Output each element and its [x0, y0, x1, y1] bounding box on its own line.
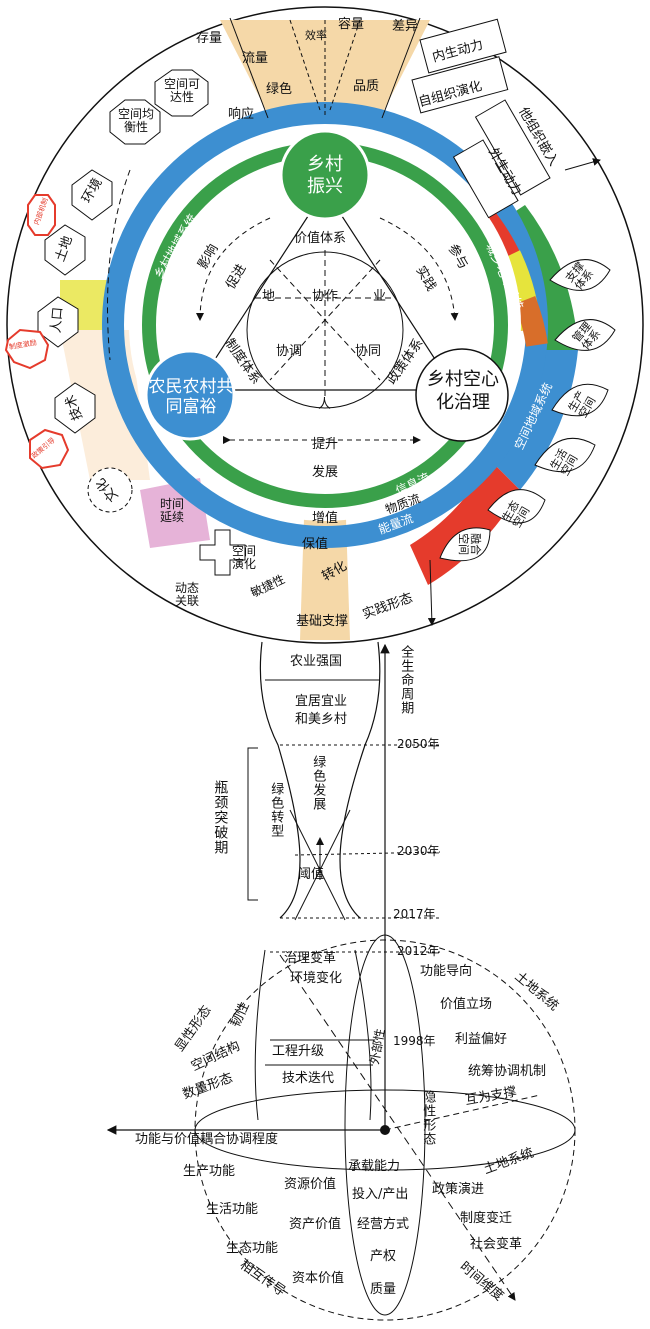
label-coord: 统筹协调机制 — [468, 1064, 547, 1079]
label-access: 空间可达性 — [163, 77, 200, 105]
hollow-governance-circle — [415, 348, 509, 442]
label-coupling: 功能与价值耦合协调程度 — [135, 1132, 279, 1147]
label-support: 基础支撑 — [296, 614, 349, 629]
label-baozhi: 保值 — [302, 537, 329, 552]
label-tisheng: 提升 — [312, 437, 339, 452]
label-bottleneck: 瓶颈突破期 — [212, 780, 229, 855]
label-social: 社会变革 — [470, 1237, 523, 1252]
label-tech: 技术迭代 — [282, 1071, 335, 1086]
rural-revival-circle — [279, 129, 371, 221]
label-fazhan: 发展 — [312, 465, 339, 480]
label-manage: 经营方式 — [357, 1217, 410, 1232]
label-lifecycle: 全生命周期 — [398, 645, 414, 715]
label-green-trans: 绿色转型 — [268, 782, 284, 838]
label-res-value: 资源价值 — [284, 1177, 337, 1192]
label-quality: 质量 — [370, 1282, 397, 1297]
label-hollow-gov: 乡村空心化治理 — [427, 369, 499, 414]
label-institution: 制度变迁 — [460, 1211, 513, 1226]
label-xietiao: 协调 — [276, 344, 303, 359]
label-cunliang: 存量 — [196, 31, 223, 46]
stamp-3 — [29, 428, 70, 470]
farmers-rich-circle — [144, 349, 236, 441]
meridian — [344, 934, 426, 1316]
label-space-evolve: 空间演化 — [232, 544, 257, 572]
label-ye: 业 — [373, 289, 387, 304]
label-inout: 投入/产出 — [352, 1187, 409, 1202]
label-rural-revival: 乡村振兴 — [307, 154, 343, 197]
label-xiangying: 响应 — [228, 107, 255, 122]
year-2017: 2017年 — [393, 907, 436, 921]
label-zengzhi: 增值 — [312, 511, 339, 526]
leaf-shapes — [439, 259, 616, 562]
label-balance: 空间均衡性 — [118, 107, 155, 135]
year-1998: 1998年 — [393, 1034, 436, 1048]
label-value-system: 价值体系 — [294, 231, 347, 246]
label-yiju: 宜居宜业和美乡村 — [294, 694, 347, 728]
label-dynamic: 动态关联 — [175, 581, 200, 609]
label-xiaolv: 效率 — [305, 29, 327, 42]
label-rongliang: 容量 — [338, 17, 365, 32]
label-farmers-rich: 农民农村共同富裕 — [148, 377, 234, 418]
label-value-stand: 价值立场 — [440, 997, 493, 1012]
stamp-1 — [27, 194, 56, 236]
label-policy-evo: 政策演进 — [432, 1182, 485, 1197]
label-chayi: 差异 — [392, 19, 419, 34]
label-eco-func: 生态功能 — [226, 1241, 279, 1256]
year-2030: 2030年 — [397, 844, 440, 858]
year-2050: 2050年 — [397, 737, 440, 751]
label-green-dev: 绿色发展 — [310, 755, 326, 811]
label-life-func: 生活功能 — [206, 1202, 259, 1217]
label-di: 地 — [262, 289, 276, 304]
red-arc-right — [410, 460, 520, 585]
urban-rural-brown — [514, 296, 548, 347]
label-env: 环境变化 — [290, 971, 343, 986]
label-interest: 利益偏好 — [455, 1032, 508, 1047]
octagon-balance — [109, 99, 161, 145]
label-nongye: 农业强国 — [290, 654, 343, 669]
label-asset-value: 资产价值 — [289, 1217, 342, 1232]
year-2012: 2012年 — [397, 944, 440, 958]
label-carrying: 承载能力 — [348, 1159, 401, 1174]
label-capital-value: 资本价值 — [292, 1271, 345, 1286]
octagon-access — [154, 69, 209, 117]
blue-arc-right — [490, 350, 578, 490]
neck-right — [339, 641, 381, 919]
label-xietong: 协同 — [355, 344, 382, 359]
label-renkou: 人口 — [48, 306, 66, 334]
label-ren: 人 — [318, 397, 332, 412]
label-xiezuo: 协作 — [312, 289, 339, 304]
label-prod-func: 生产功能 — [183, 1164, 236, 1179]
label-pinzhi: 品质 — [353, 79, 380, 94]
stamp-2 — [4, 328, 50, 370]
label-time-cont: 时间延续 — [160, 497, 185, 525]
label-property: 产权 — [370, 1249, 397, 1264]
label-lvse: 绿色 — [266, 82, 293, 97]
label-liuliang: 流量 — [242, 51, 269, 66]
label-hidden: 隐性形态 — [420, 1090, 436, 1146]
label-func-orient: 功能导向 — [420, 964, 473, 979]
label-gov: 治理变革 — [284, 951, 337, 966]
neck-left — [259, 641, 301, 919]
label-threshold: 阈值 — [298, 867, 325, 882]
label-eng: 工程升级 — [272, 1044, 325, 1059]
leaf-fusion: 融合空间 — [457, 533, 483, 556]
